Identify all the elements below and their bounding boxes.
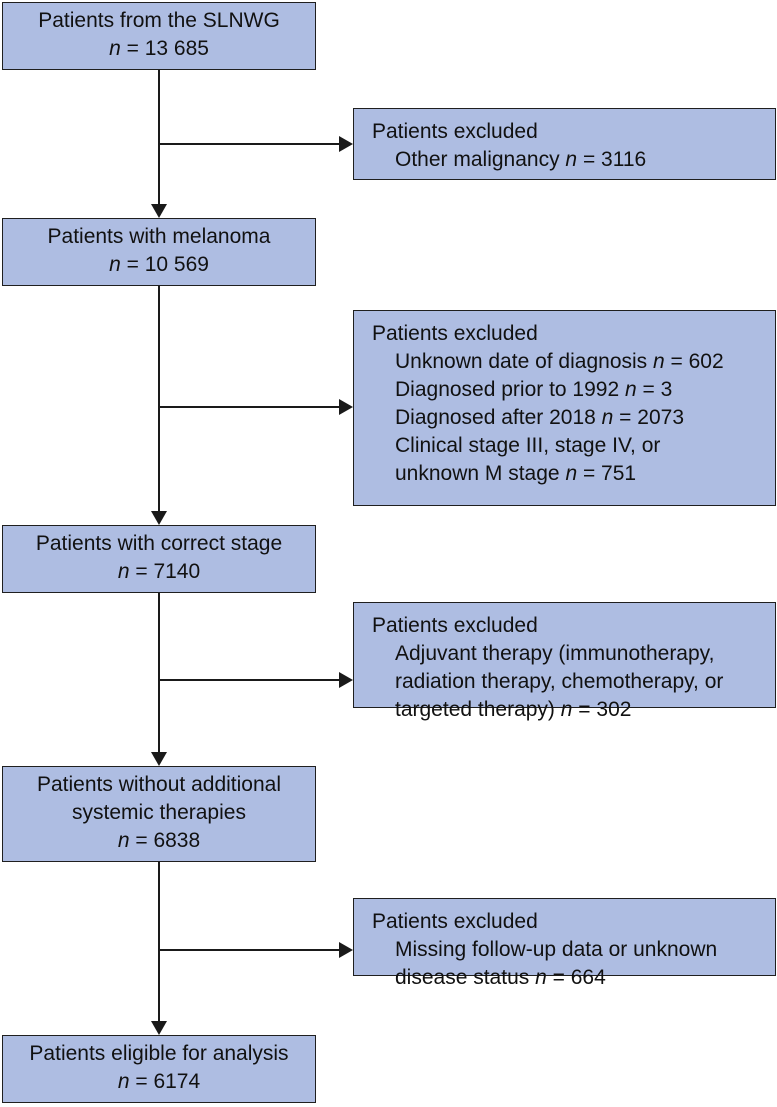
box-patients-correct-stage: Patients with correct stage n = 7140 bbox=[2, 525, 316, 593]
n-label: n bbox=[117, 560, 130, 583]
box-title: Patients with correct stage bbox=[35, 532, 283, 555]
exclusion-heading: Patients excluded bbox=[372, 322, 538, 345]
arrow-head-down bbox=[151, 1021, 167, 1035]
box-title-line-1: Patients without additional bbox=[37, 773, 281, 796]
connector-line bbox=[159, 679, 339, 681]
box-title: Patients from the SLNWG bbox=[38, 9, 280, 32]
arrow-head-right bbox=[339, 672, 353, 688]
n-value: = 10 569 bbox=[126, 253, 209, 276]
exclusion-heading: Patients excluded bbox=[372, 910, 538, 933]
connector-line bbox=[159, 949, 339, 951]
connector-line bbox=[159, 143, 339, 145]
connector-line bbox=[158, 70, 160, 204]
exclusion-heading: Patients excluded bbox=[372, 120, 538, 143]
exclusion-box-other-malignancy: Patients excluded Other malignancy n = 3… bbox=[353, 108, 776, 180]
exclusion-box-adjuvant-therapy: Patients excluded Adjuvant therapy (immu… bbox=[353, 602, 776, 721]
box-title: Patients with melanoma bbox=[47, 225, 271, 248]
connector-line bbox=[158, 862, 160, 1021]
box-title-line-2: systemic therapies bbox=[72, 801, 246, 824]
n-label: n bbox=[109, 253, 121, 276]
arrow-head-right bbox=[339, 399, 353, 415]
n-value: = 6174 bbox=[135, 1070, 201, 1093]
connector-line bbox=[158, 286, 160, 511]
exclusion-box-diagnosis-stage: Patients excluded Unknown date of diagno… bbox=[353, 310, 776, 506]
box-title: Patients eligible for analysis bbox=[29, 1042, 289, 1065]
n-label: n bbox=[109, 37, 121, 60]
box-patients-with-melanoma: Patients with melanoma n = 10 569 bbox=[2, 218, 316, 286]
exclusion-item: unknown M stage n = 751 bbox=[395, 462, 637, 485]
exclusion-item: Missing follow-up data or unknown bbox=[395, 938, 718, 961]
box-patients-eligible: Patients eligible for analysis n = 6174 bbox=[2, 1035, 316, 1103]
box-patients-without-systemic-therapies: Patients without additional systemic the… bbox=[2, 766, 316, 862]
n-label: n bbox=[117, 1070, 130, 1093]
arrow-head-right bbox=[339, 136, 353, 152]
arrow-head-down bbox=[151, 511, 167, 525]
n-label: n bbox=[117, 829, 130, 852]
exclusion-item: Diagnosed after 2018 n = 2073 bbox=[395, 406, 684, 429]
exclusion-item: targeted therapy) n = 302 bbox=[395, 698, 632, 721]
box-patients-from-slnwg: Patients from the SLNWG n = 13 685 bbox=[2, 2, 316, 70]
exclusion-heading: Patients excluded bbox=[372, 614, 538, 637]
n-value: = 13 685 bbox=[126, 37, 209, 60]
exclusion-item: Clinical stage III, stage IV, or bbox=[395, 434, 661, 457]
exclusion-box-missing-follow-up: Patients excluded Missing follow-up data… bbox=[353, 898, 776, 989]
exclusion-item: Other malignancy n = 3116 bbox=[395, 148, 647, 171]
exclusion-item: radiation therapy, chemotherapy, or bbox=[395, 670, 724, 693]
arrow-head-down bbox=[151, 752, 167, 766]
arrow-head-down bbox=[151, 204, 167, 218]
connector-line bbox=[159, 406, 339, 408]
arrow-head-right bbox=[339, 942, 353, 958]
n-value: = 7140 bbox=[135, 560, 201, 583]
exclusion-item: disease status n = 664 bbox=[395, 966, 606, 989]
n-value: = 6838 bbox=[135, 829, 201, 852]
connector-line bbox=[158, 593, 160, 752]
exclusion-item: Diagnosed prior to 1992 n = 3 bbox=[395, 378, 673, 401]
exclusion-item: Adjuvant therapy (immunotherapy, bbox=[395, 642, 715, 665]
exclusion-item: Unknown date of diagnosis n = 602 bbox=[395, 350, 724, 373]
